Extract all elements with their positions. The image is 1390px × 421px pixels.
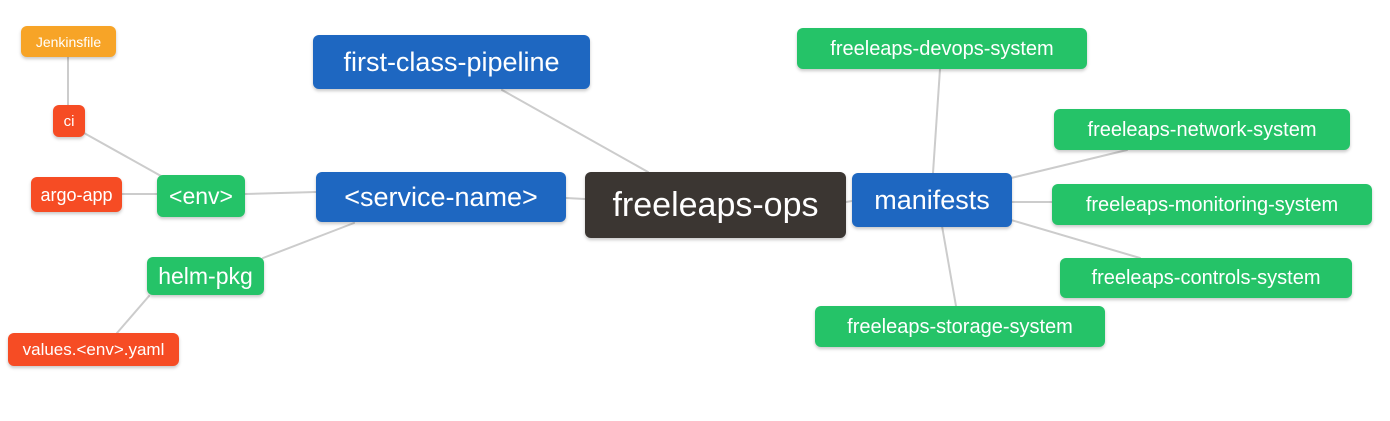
edge-service-name-root [565, 197, 586, 200]
edge-first-class-pipeline-root [501, 89, 649, 173]
node-values-env-yaml[interactable]: values.<env>.yaml [8, 333, 179, 366]
node-freeleaps-controls-system[interactable]: freeleaps-controls-system [1060, 258, 1352, 298]
node-freeleaps-storage-system[interactable]: freeleaps-storage-system [815, 306, 1105, 347]
node-first-class-pipeline[interactable]: first-class-pipeline [313, 35, 590, 89]
node-env[interactable]: <env> [157, 175, 245, 217]
edge-manifests-network-system [1010, 149, 1128, 179]
edge-manifests-devops-system [932, 68, 941, 174]
edge-manifests-storage-system [941, 225, 957, 307]
edge-ci-env [83, 132, 162, 177]
node-freeleaps-devops-system[interactable]: freeleaps-devops-system [797, 28, 1087, 69]
node-service-name[interactable]: <service-name> [316, 172, 566, 222]
edge-env-service-name [244, 191, 317, 195]
node-helm-pkg[interactable]: helm-pkg [147, 257, 264, 295]
node-freeleaps-monitoring-system[interactable]: freeleaps-monitoring-system [1052, 184, 1372, 225]
edge-helm-pkg-service-name [262, 222, 355, 259]
node-freeleaps-network-system[interactable]: freeleaps-network-system [1054, 109, 1350, 150]
node-freeleaps-ops[interactable]: freeleaps-ops [585, 172, 846, 238]
node-manifests[interactable]: manifests [852, 173, 1012, 227]
node-ci[interactable]: ci [53, 105, 85, 137]
node-argo-app[interactable]: argo-app [31, 177, 122, 212]
edge-values-env-yaml-helm-pkg [116, 295, 150, 334]
node-jenkinsfile[interactable]: Jenkinsfile [21, 26, 116, 57]
edge-manifests-controls-system [1010, 219, 1141, 259]
